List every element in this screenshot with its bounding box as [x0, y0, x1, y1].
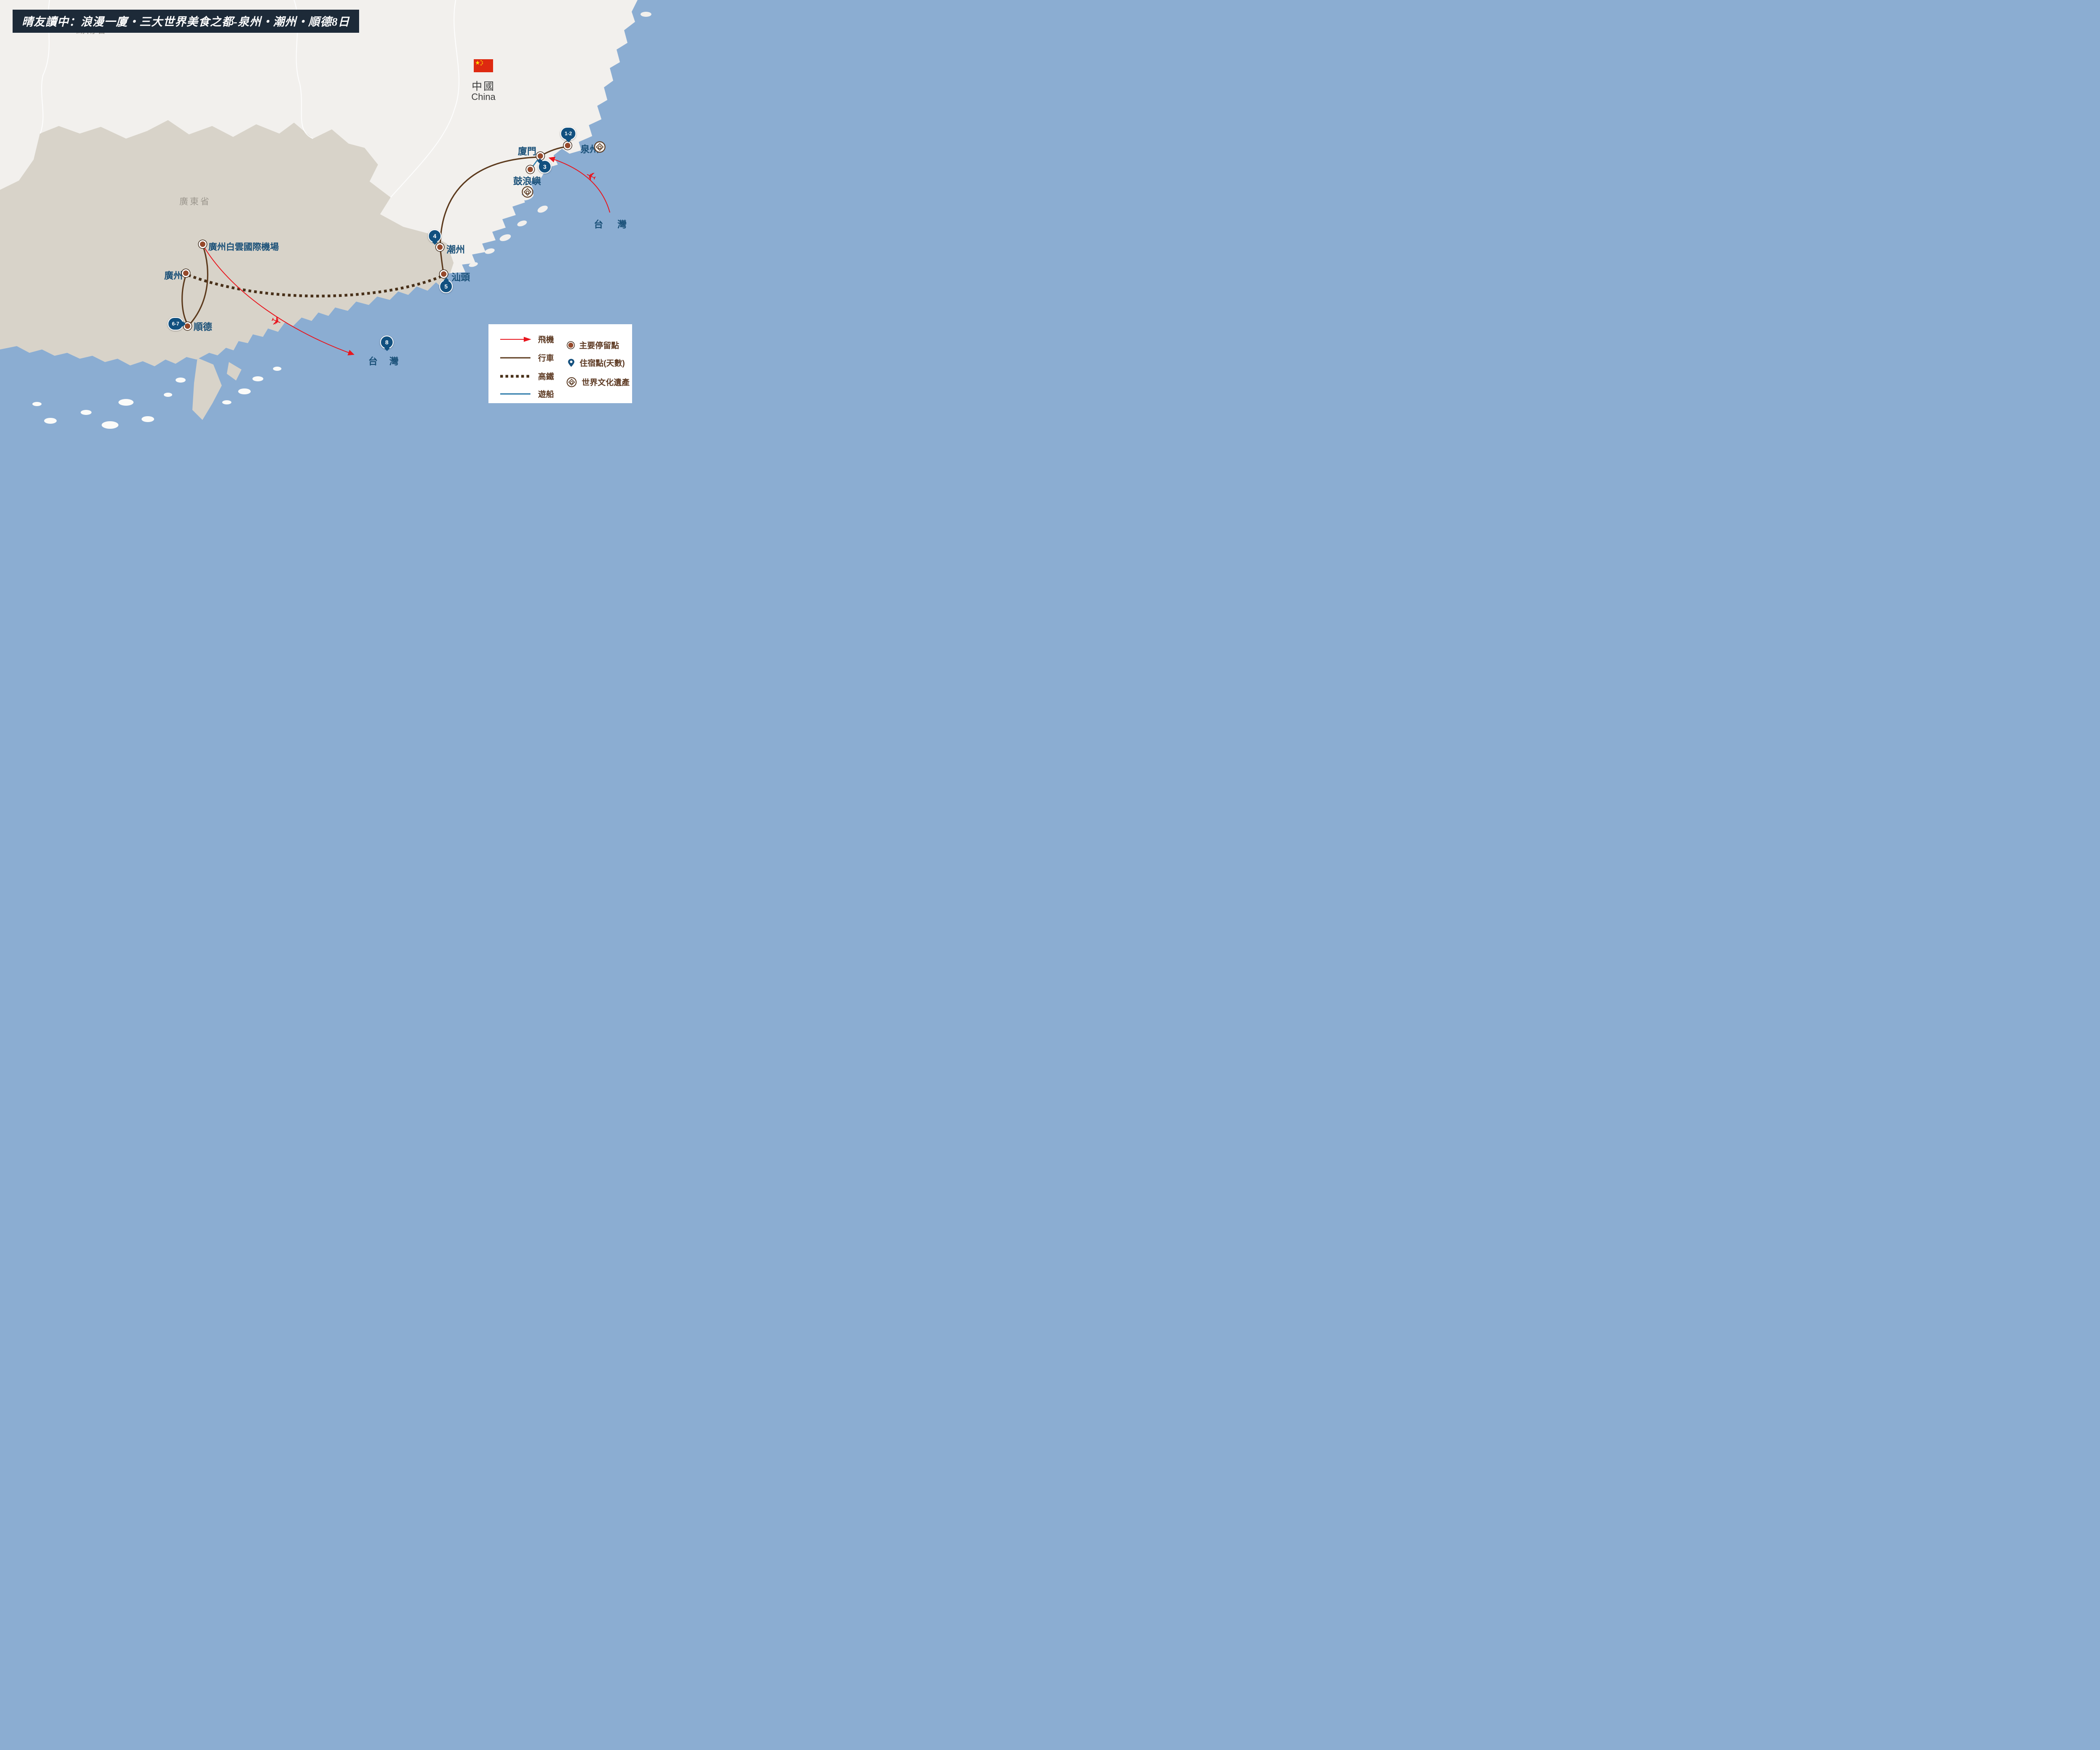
china-flag-icon: [474, 59, 493, 74]
rail-dotted-icon: [500, 375, 531, 378]
legend-label-drive: 行車: [538, 354, 554, 363]
province-label-guangdong: 廣東省: [179, 197, 211, 207]
city-label-chaozhou: 潮州: [446, 244, 465, 255]
city-label-gulangyu: 鼓浪嶼: [513, 176, 541, 186]
route-rail-shantou-guangzhou: [187, 273, 442, 298]
day-badge-shunde: 6-7: [168, 317, 186, 331]
city-label-xiamen: 廈門: [518, 146, 537, 157]
legend-label-stop: 主要停留點: [579, 341, 620, 350]
route-flight-taiwan-xiamen: [549, 157, 610, 213]
legend-item-rail: 高鐵: [499, 370, 554, 382]
day-badge-quanzhou: 1-2: [560, 127, 576, 142]
legend-item-drive: 行車: [499, 352, 554, 363]
city-label-shantou: 汕頭: [452, 272, 470, 283]
legend-label-rail: 高鐵: [538, 373, 554, 381]
country-label-en: China: [471, 92, 496, 102]
day-badge-shantou: 5: [439, 278, 453, 293]
title-banner: 晴友讀中：浪漫一廈‧三大世界美食之都-泉州‧潮州‧順德8日: [13, 10, 359, 33]
country-label-zh: 中國: [471, 81, 495, 92]
route-flight-airport-taiwan: [204, 247, 354, 356]
stop-dot-quanzhou: [564, 142, 572, 150]
day-badge-xiamen: 3: [537, 158, 551, 173]
flight-arrow-icon: [500, 336, 531, 342]
stop-dot-shantou: [440, 270, 448, 278]
guangdong-province: [0, 120, 454, 366]
legend-item-flight: 飛機: [499, 333, 554, 345]
delta-peninsula: [192, 358, 222, 420]
delta-islands: [32, 367, 281, 429]
day-badge-label: 3: [543, 163, 546, 170]
day-badge-label: 8: [385, 339, 388, 346]
world-heritage-icon: [567, 377, 577, 387]
day-badge-taiwan: 8: [380, 336, 394, 351]
stay-pin-icon: [568, 359, 575, 367]
legend-item-stop: 主要停留點: [567, 339, 619, 351]
city-label-taiwan-return: 台灣: [368, 356, 411, 367]
day-badge-label: 4: [433, 233, 436, 239]
boat-line-icon: [500, 393, 530, 394]
world-heritage-icon-gulangyu: [521, 186, 534, 200]
stop-dot-gulangyu: [526, 165, 534, 173]
stop-dot-shunde: [184, 322, 192, 330]
map-canvas: [0, 0, 655, 438]
route-drive-airport-shunde: [188, 245, 209, 326]
delta-islet: [227, 362, 242, 380]
day-badge-label: 6-7: [172, 321, 179, 327]
day-badge-label: 1-2: [564, 131, 572, 136]
legend-label-stay: 住宿點(天數): [580, 359, 625, 368]
day-badge-chaozhou: 4: [428, 229, 441, 245]
world-heritage-icon-quanzhou: [593, 141, 606, 155]
stop-dot-chaozhou: [436, 243, 444, 251]
city-label-taiwan-origin: 台灣: [594, 219, 641, 230]
legend: 飛機 行車 高鐵 遊船 主要停留點: [488, 324, 632, 403]
drive-line-icon: [500, 357, 530, 358]
legend-item-stay: 住宿點(天數): [567, 357, 625, 368]
legend-item-boat: 遊船: [499, 388, 554, 399]
route-drive-xiamen-chaozhou: [439, 156, 541, 247]
city-label-shunde: 順德: [194, 322, 213, 332]
legend-label-boat: 遊船: [538, 390, 554, 399]
itinerary-map: 湖南省 廣東省 中國 China 泉州 廈門 鼓浪嶼 潮州 汕頭 廣州白雲國際機…: [0, 0, 655, 438]
legend-label-heritage: 世界文化遺產: [582, 378, 630, 387]
city-label-guangzhou: 廣州: [164, 270, 183, 281]
route-drive-guangzhou-shunde: [181, 274, 189, 325]
legend-item-heritage: 世界文化遺產: [566, 376, 630, 388]
legend-label-flight: 飛機: [538, 336, 554, 344]
stop-dot-airport: [199, 240, 207, 248]
stop-dot-icon: [567, 341, 574, 349]
city-label-airport: 廣州白雲國際機場: [208, 242, 279, 252]
stop-dot-guangzhou: [182, 269, 190, 277]
day-badge-label: 5: [444, 283, 448, 290]
